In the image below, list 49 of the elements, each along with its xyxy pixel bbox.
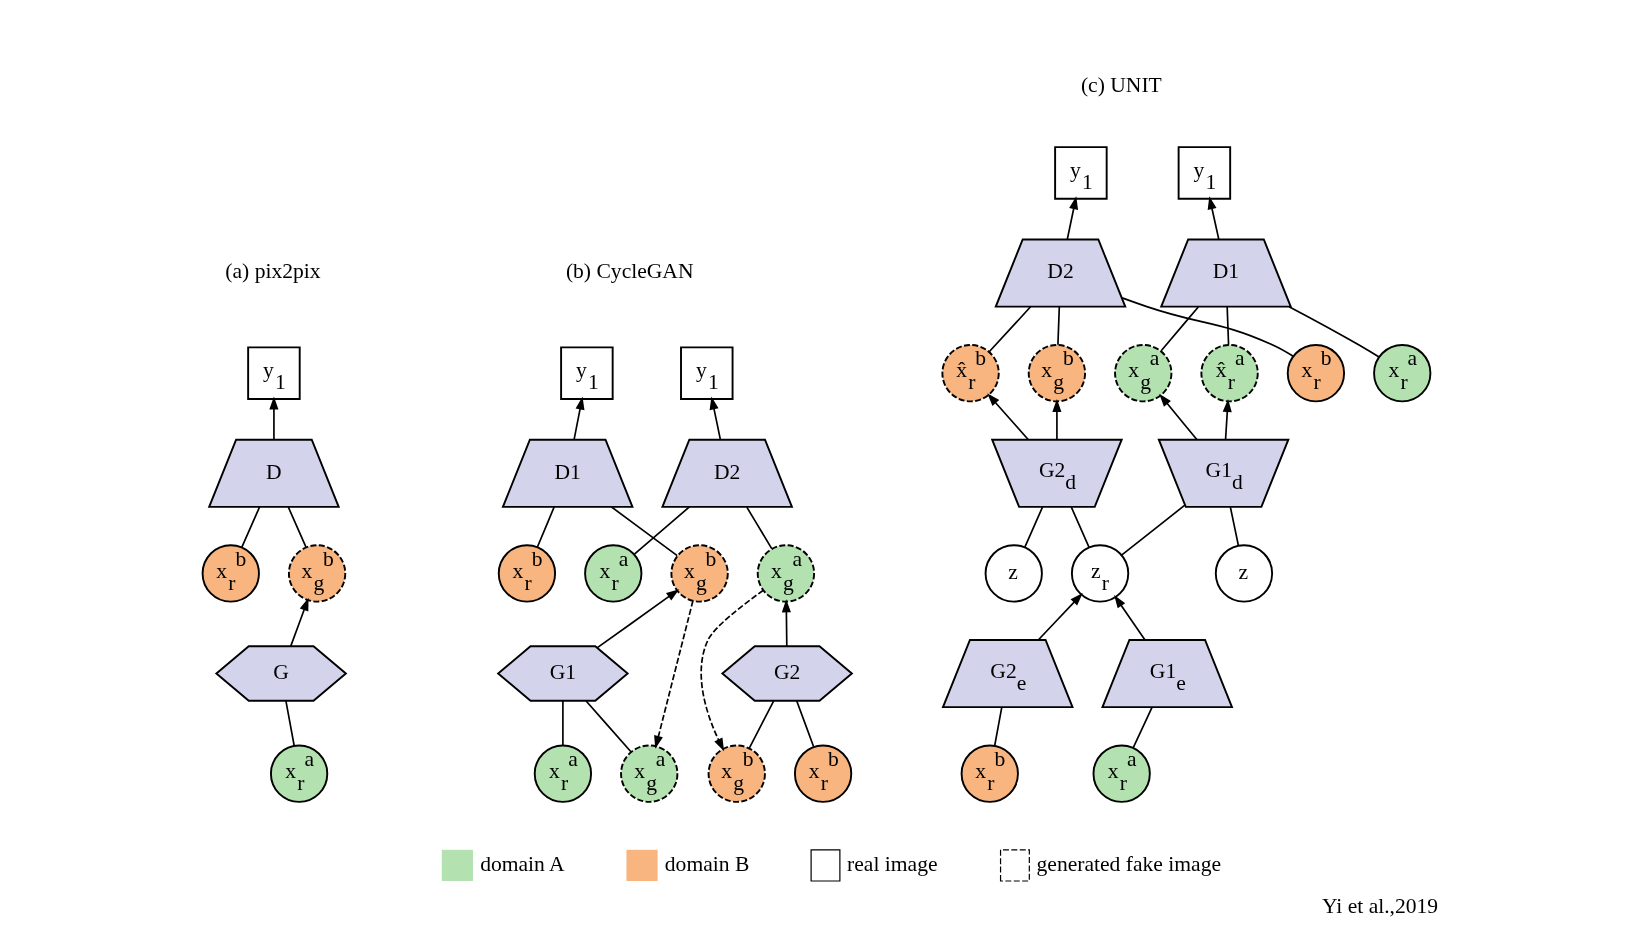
caption: Yi et al.,2019 bbox=[1321, 893, 1438, 918]
arrow bbox=[1037, 592, 1083, 641]
arrow bbox=[709, 396, 721, 441]
connector bbox=[1056, 306, 1060, 346]
node-circle: z bbox=[984, 544, 1043, 603]
connector bbox=[1023, 506, 1043, 548]
arrow bbox=[268, 396, 278, 441]
connector bbox=[536, 506, 555, 548]
arrow bbox=[986, 393, 1029, 441]
arrow bbox=[289, 597, 309, 647]
connector bbox=[747, 700, 774, 750]
connector bbox=[993, 706, 1003, 747]
arrow bbox=[1113, 595, 1146, 641]
connector bbox=[632, 506, 690, 556]
connector bbox=[286, 506, 307, 548]
connector bbox=[1159, 306, 1199, 352]
arrow bbox=[572, 396, 584, 441]
arrow bbox=[1158, 393, 1198, 441]
arrow bbox=[781, 599, 791, 647]
arrow bbox=[1065, 196, 1078, 241]
node-circle: z bbox=[1214, 544, 1273, 603]
connector bbox=[1287, 305, 1379, 358]
arrow bbox=[596, 589, 679, 649]
connector bbox=[584, 700, 632, 753]
arrow bbox=[1207, 196, 1220, 241]
label: (a) pix2pix bbox=[224, 259, 321, 284]
connector bbox=[987, 305, 1031, 353]
connector bbox=[795, 700, 814, 748]
arrow bbox=[1222, 399, 1232, 441]
arrow bbox=[653, 600, 694, 749]
connector bbox=[1120, 297, 1294, 358]
legend-label: generated fake image bbox=[1036, 851, 1221, 876]
connector bbox=[240, 506, 260, 548]
connector bbox=[1229, 506, 1239, 547]
connector bbox=[284, 700, 295, 747]
legend-label: real image bbox=[846, 851, 938, 876]
label: (c) UNIT bbox=[1080, 73, 1162, 98]
connector bbox=[610, 506, 678, 557]
connector bbox=[1120, 504, 1186, 557]
label: (b) CycleGAN bbox=[565, 259, 694, 284]
connector bbox=[1131, 706, 1153, 749]
connector bbox=[1069, 506, 1090, 548]
arrow bbox=[699, 589, 764, 752]
connector bbox=[745, 506, 773, 550]
legend-label: domain A bbox=[479, 851, 565, 876]
legend-label: domain B bbox=[664, 851, 749, 876]
connector bbox=[1225, 306, 1229, 346]
connector bbox=[561, 699, 564, 747]
arrow bbox=[1051, 399, 1061, 441]
